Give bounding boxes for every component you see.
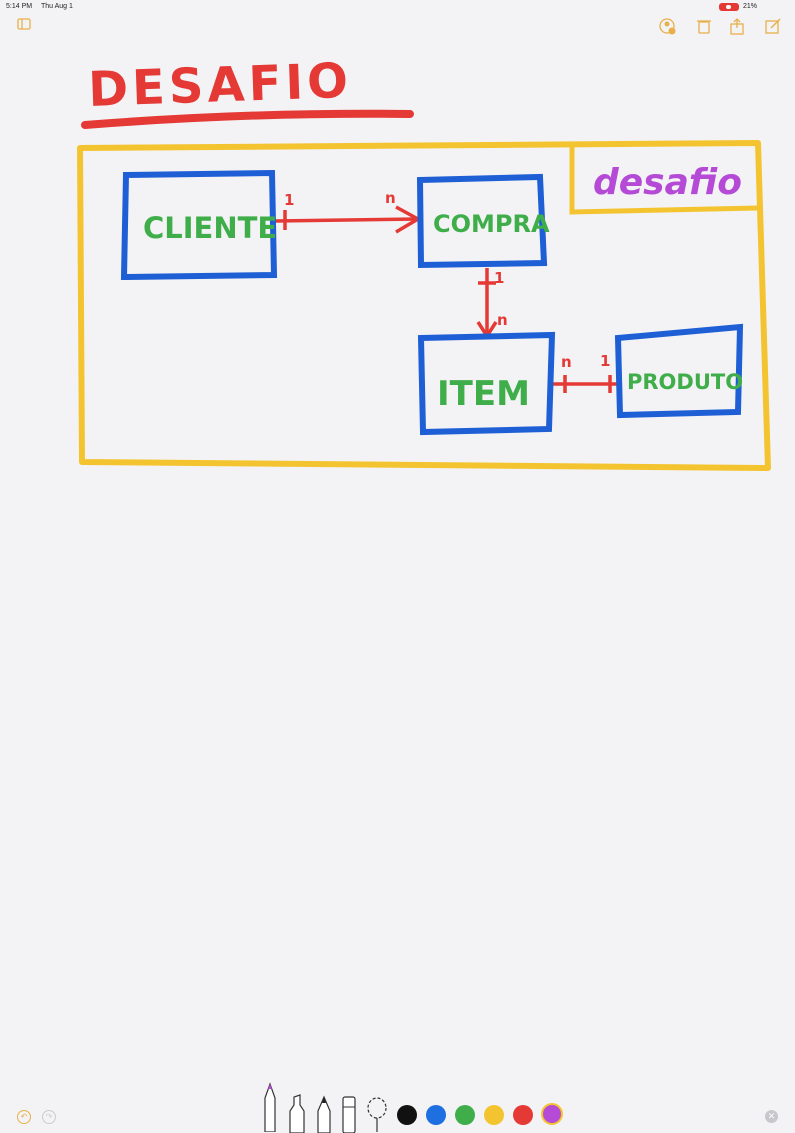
cardinality-labels: 1 n 1 n n 1 [284, 189, 610, 371]
color-red-swatch[interactable] [513, 1105, 533, 1125]
add-person-icon[interactable] [659, 18, 677, 36]
title-underline [81, 109, 414, 129]
marker-tool[interactable] [288, 1093, 306, 1133]
pen-tool[interactable] [262, 1080, 278, 1132]
redo-icon[interactable]: ↷ [42, 1110, 56, 1124]
color-blue-swatch[interactable] [426, 1105, 446, 1125]
eraser-tool[interactable] [341, 1095, 357, 1133]
relation-lines [274, 205, 618, 393]
trash-icon[interactable] [697, 18, 711, 34]
entity-box-cliente [120, 169, 278, 281]
card-cliente-compra-right: n [385, 189, 396, 207]
frame-label: desafio [593, 162, 742, 203]
lasso-tool[interactable] [366, 1096, 388, 1132]
status-time: 5:14 PM [6, 3, 33, 10]
card-item-produto-left: n [561, 353, 572, 371]
pencil-tool[interactable] [316, 1095, 332, 1133]
color-black-swatch[interactable] [397, 1105, 417, 1125]
entity-item: ITEM [437, 374, 530, 414]
compose-icon[interactable] [765, 18, 781, 34]
undo-icon[interactable]: ↶ [17, 1110, 31, 1124]
drawing-title: DESAFIO [87, 53, 353, 118]
sidebar-toggle-icon[interactable] [17, 18, 31, 30]
card-cliente-compra-left: 1 [284, 191, 294, 209]
color-yellow-swatch[interactable] [484, 1105, 504, 1125]
status-date: Thu Aug 1 [41, 3, 73, 10]
status-bar: 5:14 PM Thu Aug 1 21% [0, 0, 795, 14]
entity-box-produto [614, 323, 744, 419]
card-item-produto-right: 1 [600, 352, 610, 370]
color-picker-swatch[interactable] [541, 1103, 563, 1125]
battery-icon [719, 3, 739, 11]
frame-label-box [569, 147, 759, 215]
color-green-swatch[interactable] [455, 1105, 475, 1125]
drawing-canvas[interactable]: DESAFIO desafio 1 n 1 n n 1 CLIENTE COMP… [0, 0, 795, 593]
entity-cliente: CLIENTE [143, 211, 277, 245]
entity-labels: CLIENTE COMPRA ITEM PRODUTO [143, 210, 743, 414]
card-compra-item-bottom: n [497, 311, 508, 329]
entity-boxes [120, 169, 744, 436]
entity-compra: COMPRA [433, 210, 550, 238]
card-compra-item-top: 1 [494, 269, 504, 287]
entity-box-compra [416, 173, 548, 269]
frame-border [77, 140, 771, 471]
share-icon[interactable] [730, 18, 744, 35]
battery-percent: 21% [743, 3, 758, 10]
markup-toolbar: ↶ ↷ ✕ [0, 540, 795, 1133]
entity-box-item [417, 331, 556, 436]
close-icon[interactable]: ✕ [765, 1110, 778, 1123]
entity-produto: PRODUTO [627, 370, 743, 394]
